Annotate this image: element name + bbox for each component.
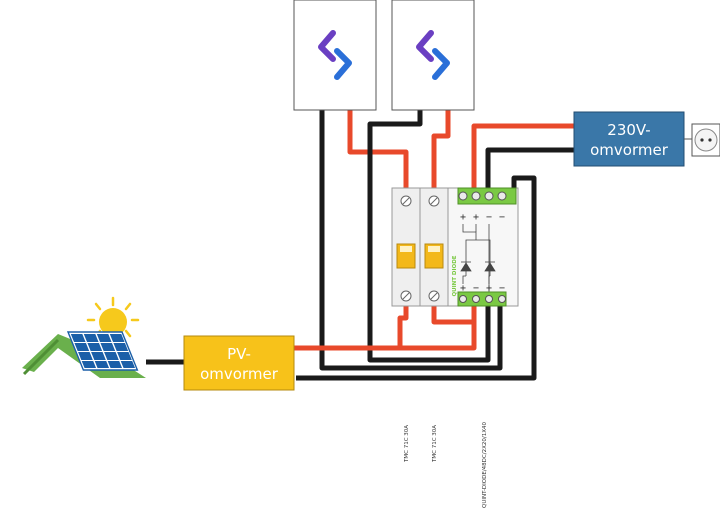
pv-inverter-label-line1: PV- [227,345,251,363]
diode-bottom-terminals [459,295,506,303]
wire-negative-bus-right [296,175,537,381]
ac-inverter-label-line1: 230V- [607,121,650,139]
diode-module-label: QUINT DIODE [452,255,458,296]
diode-top-terminals [458,191,507,201]
wire-battery2-negative [367,110,491,363]
power-socket-icon [691,123,720,157]
wire-battery1-negative [319,110,503,371]
diode-bottom-sign-4: − [499,283,505,294]
diode-bottom-sign-1: + [460,283,466,294]
ac-inverter: 230V- omvormer [573,111,692,167]
solar-house-icon [22,331,146,378]
wire-ac-inverter-positive [471,123,574,188]
wire-battery2-positive [431,110,451,188]
diode-top-sign-2: + [473,212,479,223]
sun-icon [86,296,140,338]
breaker-1-part-label: TMC 71C 30A [404,425,410,463]
diode-module-part-label: QUINT-DIODE/48DC/2X20/1X40 [482,422,488,508]
breaker-2-part-label: TMC 71C 30A [432,425,438,463]
battery-brand-logo-icon [318,30,352,80]
diode-top-sign-4: − [499,212,505,223]
diode-bottom-sign-2: − [473,283,479,294]
battery-brand-logo-icon [416,30,450,80]
diode-symbol-icon [460,261,496,272]
pv-inverter-label-line2: omvormer [200,365,279,383]
circuit-breaker-2 [419,187,449,307]
wire-diode-out-to-pv [400,302,477,351]
battery-2 [391,0,475,111]
wires [146,110,574,381]
pv-inverter: PV- omvormer [183,335,295,391]
wire-ac-inverter-negative [485,147,574,188]
ac-inverter-label-line2: omvormer [590,141,669,159]
diode-top-sign-3: − [486,212,492,223]
diode-bottom-sign-3: + [486,283,492,294]
circuit-breaker-1 [391,187,421,307]
battery-1 [293,0,377,111]
solar-panel [66,331,139,371]
diode-module: + + − − QUINT DIODE + − + − [447,187,519,307]
wire-breaker1-to-diode [294,306,409,351]
diode-top-sign-1: + [460,212,466,223]
wire-battery1-positive [347,110,409,188]
